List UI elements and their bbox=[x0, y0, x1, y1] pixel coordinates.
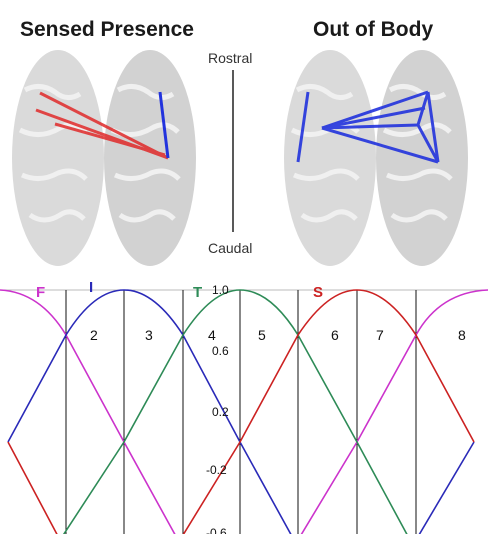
sector-label-6: 6 bbox=[331, 327, 339, 343]
brain-panels bbox=[12, 50, 468, 266]
curve-s-right bbox=[182, 289, 475, 534]
graph-gridlines bbox=[0, 289, 488, 534]
ytick-neg0.2: -0.2 bbox=[206, 463, 227, 477]
ytick-0.6: 0.6 bbox=[212, 344, 229, 358]
sector-label-7: 7 bbox=[376, 327, 384, 343]
sector-label-8: 8 bbox=[458, 327, 466, 343]
left-brain-right-hemisphere bbox=[104, 50, 196, 266]
left-brain bbox=[12, 50, 196, 266]
sector-label-2: 2 bbox=[90, 327, 98, 343]
oob-line-3 bbox=[321, 123, 419, 130]
ytick-0.2: 0.2 bbox=[212, 405, 229, 419]
curve-t bbox=[62, 289, 408, 534]
sector-label-3: 3 bbox=[145, 327, 153, 343]
oob-line-2 bbox=[321, 106, 426, 130]
oob-triangle bbox=[416, 91, 440, 163]
out-of-body-connections bbox=[296, 90, 440, 164]
curve-letter-t: T bbox=[193, 284, 202, 301]
rostral-label: Rostral bbox=[208, 50, 253, 66]
sensed-presence-connections bbox=[35, 91, 169, 160]
graph-curves bbox=[0, 289, 489, 534]
sp-line-3 bbox=[54, 122, 166, 157]
sector-label-5: 5 bbox=[258, 327, 266, 343]
curve-s bbox=[7, 441, 58, 534]
curve-letter-i: I bbox=[89, 279, 93, 296]
left-brain-left-hemisphere bbox=[12, 50, 104, 266]
sp-line-1 bbox=[39, 91, 169, 160]
ytick-1.0: 1.0 bbox=[212, 283, 229, 297]
oob-line-1 bbox=[321, 90, 429, 130]
curve-i bbox=[7, 289, 292, 534]
oob-line-4 bbox=[321, 126, 439, 164]
oob-line-left-vertical bbox=[296, 91, 310, 163]
ytick-neg0.6: -0.6 bbox=[206, 526, 227, 534]
curve-i-right bbox=[418, 441, 475, 534]
left-brain-texture bbox=[18, 84, 181, 223]
sensed-presence-title: Sensed Presence bbox=[20, 18, 194, 41]
curve-letter-f: F bbox=[36, 284, 45, 301]
sp-blue-vertical bbox=[158, 91, 170, 159]
out-of-body-title: Out of Body bbox=[313, 18, 434, 41]
sector-label-4: 4 bbox=[208, 327, 216, 343]
curve-letter-s: S bbox=[313, 284, 323, 301]
caudal-label: Caudal bbox=[208, 240, 253, 256]
